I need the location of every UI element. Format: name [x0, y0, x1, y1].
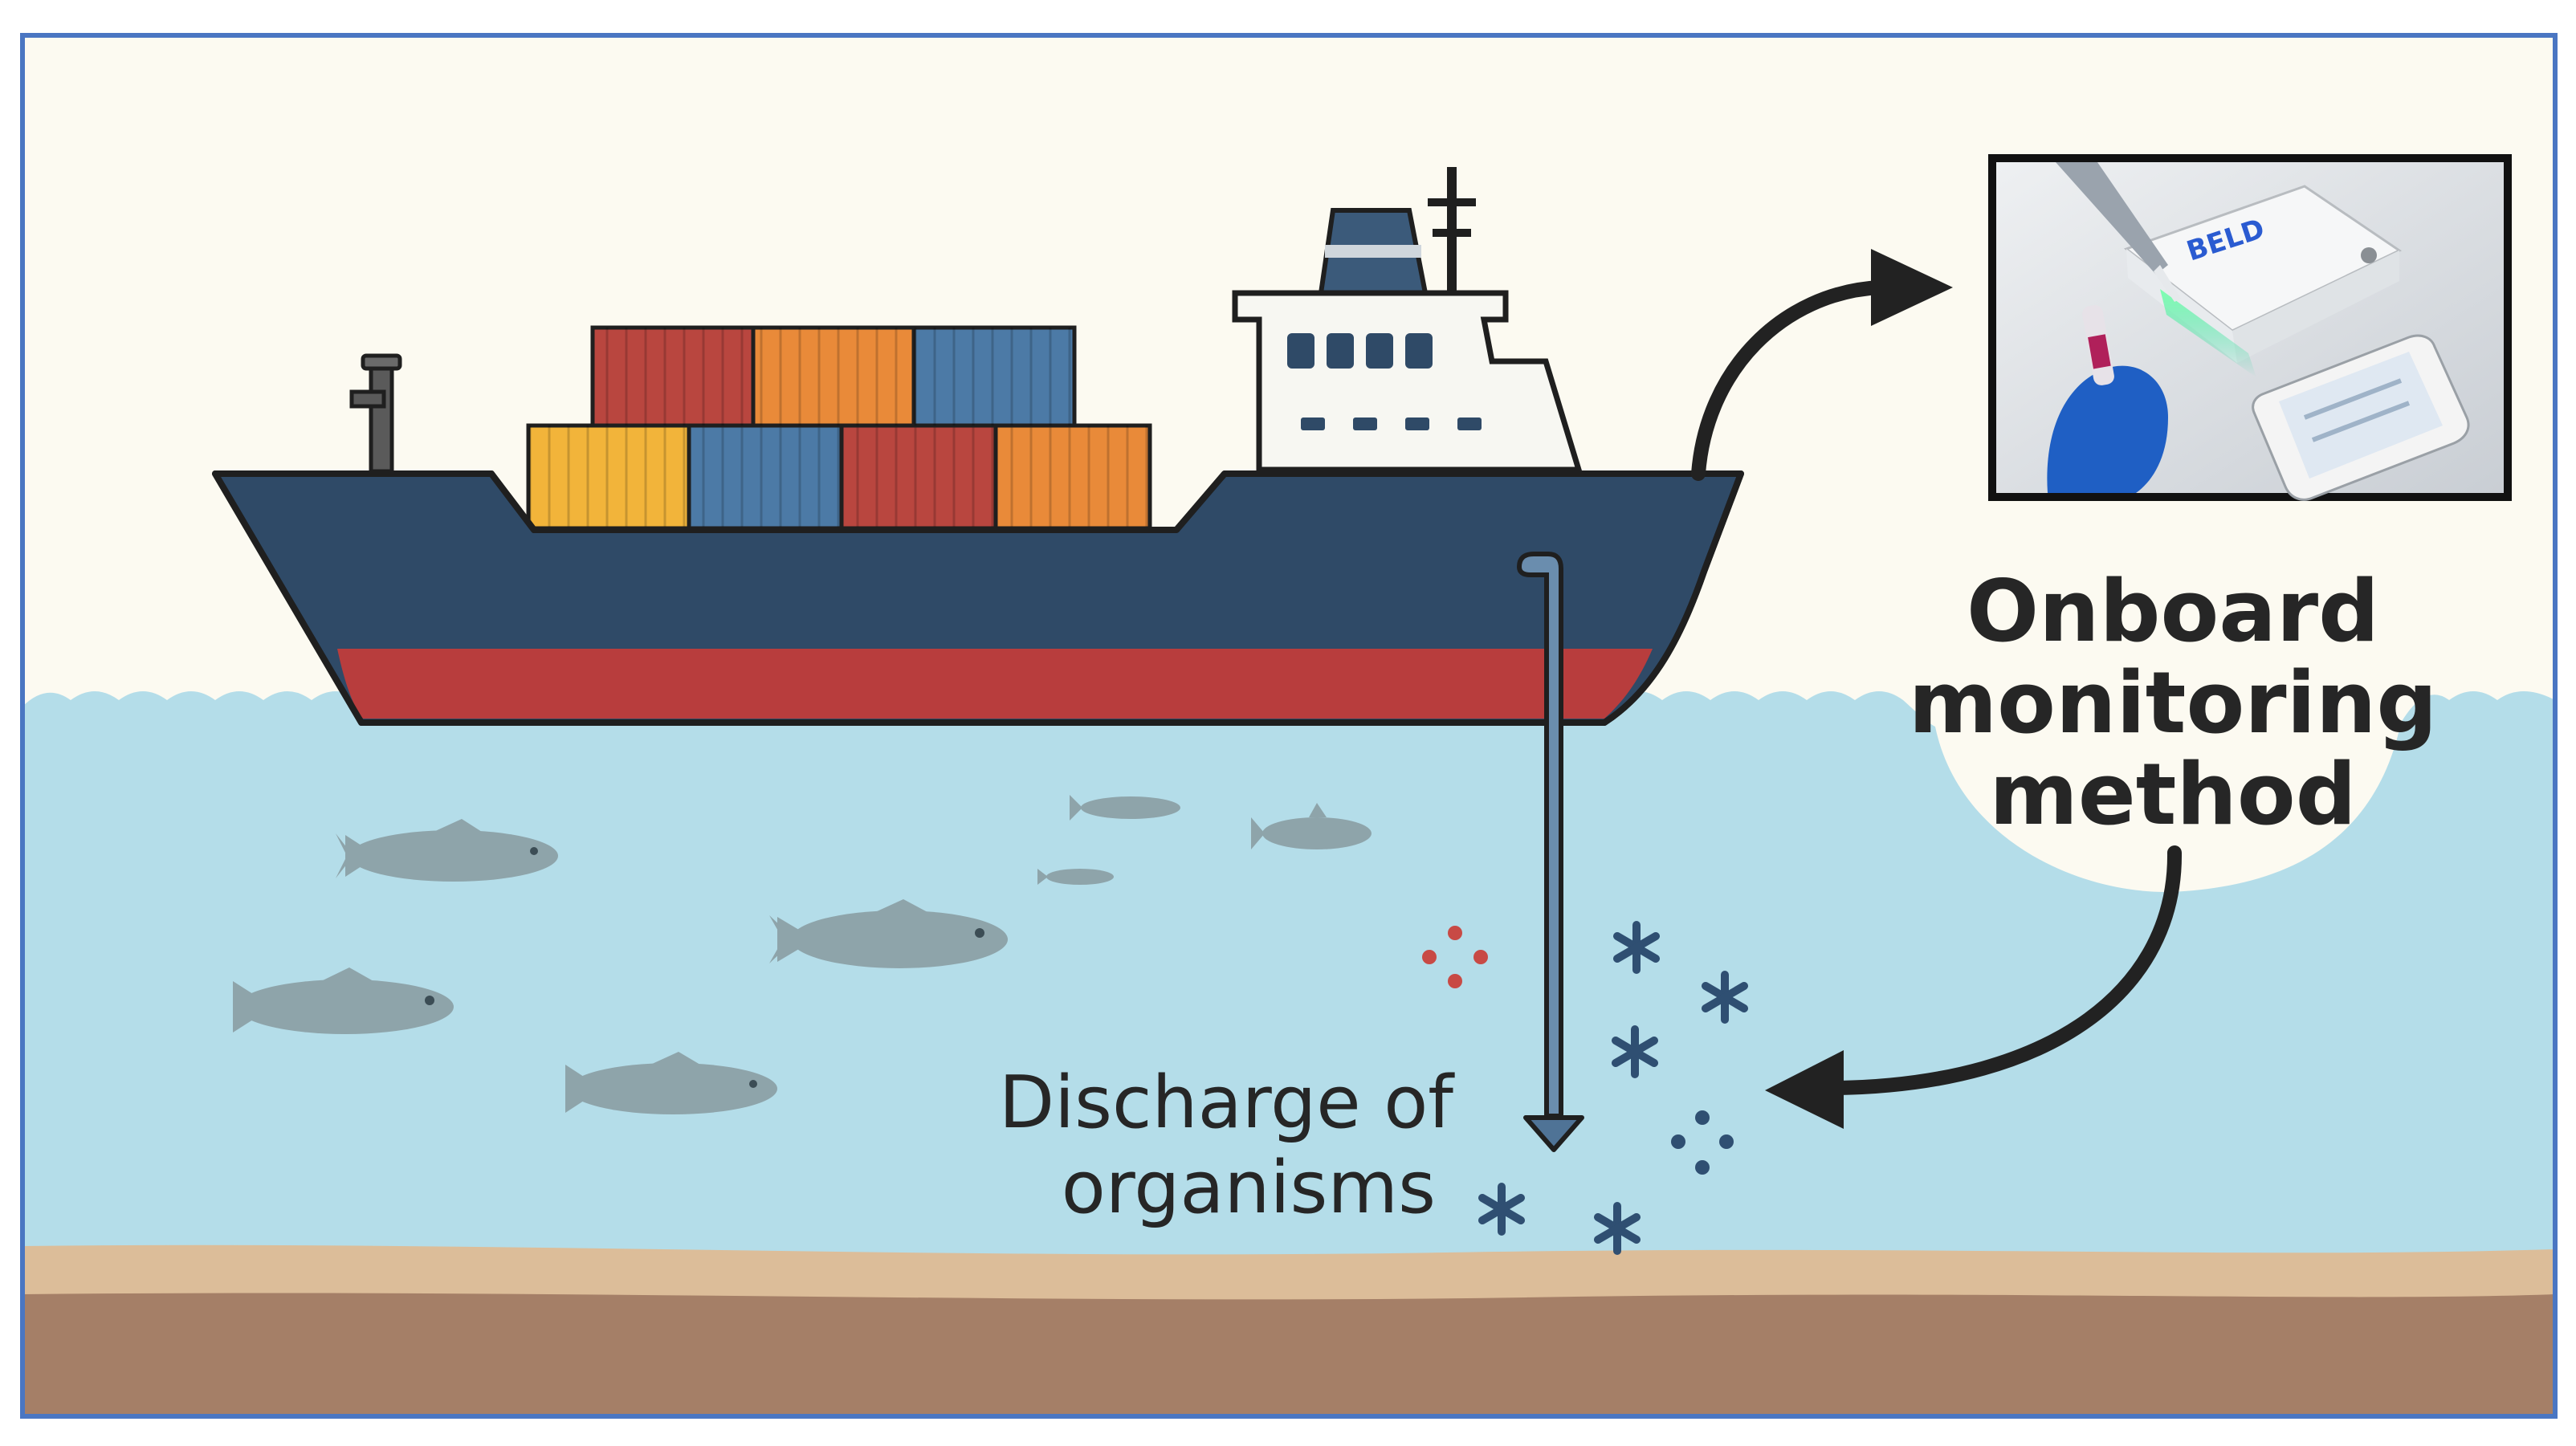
fish-icon — [1037, 869, 1114, 885]
organism-particle-icon — [1594, 1202, 1641, 1255]
pipette — [2056, 162, 2181, 302]
ship-hull — [212, 470, 1744, 726]
water — [22, 691, 2555, 1416]
arrow-head-to-organisms — [1765, 1050, 1844, 1129]
onboard-label-line3: method — [1989, 745, 2356, 844]
discharge-label-line2: organisms — [1062, 1146, 1436, 1230]
smartphone — [2252, 334, 2470, 501]
discharge-pipe — [1516, 552, 1584, 1152]
bridge-superstructure — [1232, 167, 1583, 473]
fish-icon — [769, 899, 1008, 968]
lab-device-photo: BELD — [1988, 154, 2512, 501]
frame-border — [20, 33, 2558, 1419]
fish-icon — [231, 967, 454, 1034]
arrow-head-to-photo — [1871, 249, 1953, 326]
curved-arrow-icon — [1832, 845, 2183, 1095]
container-ship-icon — [212, 167, 1744, 726]
bow-mast — [349, 353, 402, 474]
onboard-label-line1: Onboard — [1967, 562, 2379, 661]
discharge-arrowhead — [1523, 1115, 1584, 1152]
organisms — [1478, 921, 1748, 1255]
onboard-label-line2: monitoring — [1909, 654, 2438, 752]
fish-icon — [562, 1052, 777, 1114]
discharge-label: Discharge of organisms — [999, 1061, 1455, 1230]
gloved-hand — [2047, 305, 2168, 493]
organism-particle-icon — [1613, 921, 1660, 974]
fish-icon — [1070, 795, 1180, 821]
organism-dots-navy — [1671, 1110, 1734, 1175]
organism-particle-icon — [1702, 971, 1748, 1024]
organism-dots-red — [1422, 926, 1488, 988]
fish-icon — [1251, 803, 1372, 849]
onboard-monitoring-label: Onboard monitoring method — [1909, 562, 2438, 844]
discharge-label-line1: Discharge of — [999, 1061, 1455, 1145]
organism-particle-icon — [1478, 1183, 1525, 1236]
fish-icon — [336, 819, 558, 882]
organism-particle-icon — [1612, 1025, 1658, 1078]
curved-arrow-icon — [1691, 280, 1886, 481]
container-stack — [526, 325, 1152, 531]
seabed — [22, 1293, 2555, 1416]
monitoring-device: BELD — [2123, 185, 2403, 377]
fish-school — [231, 795, 1372, 1114]
